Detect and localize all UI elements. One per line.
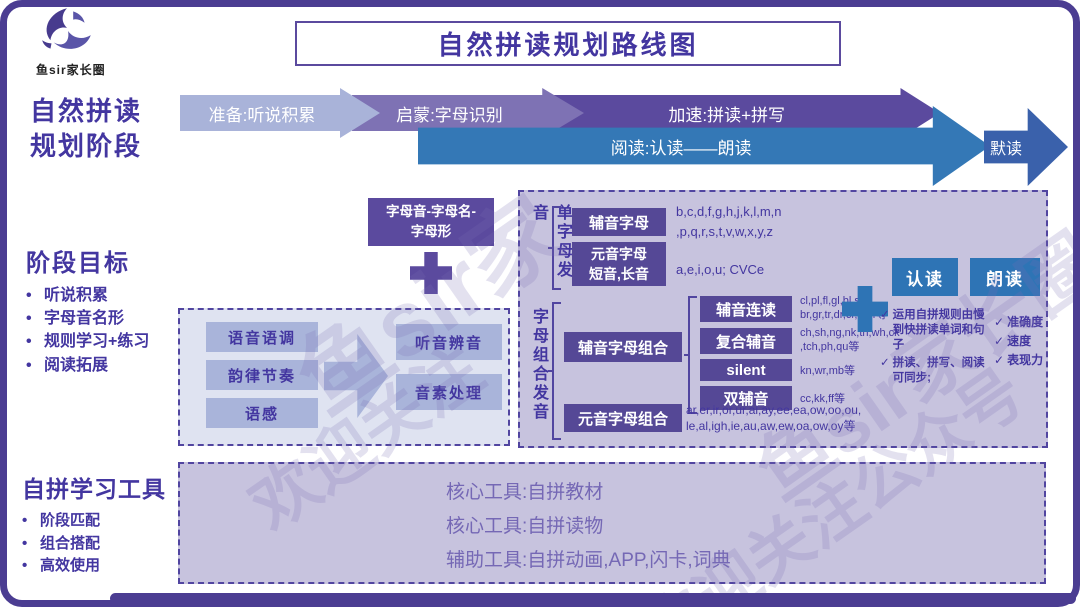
point-text: 表现力 — [1007, 353, 1044, 368]
logo: 鱼sir家长圈 — [36, 6, 146, 78]
stage-section-label: 自然拼读 规划阶段 — [30, 96, 143, 162]
list-item: • 听说积累 — [26, 284, 186, 307]
check-icon: ✓ — [994, 334, 1005, 349]
brand-name: 鱼sir家长圈 — [36, 63, 106, 77]
logo-fish-icon — [42, 8, 91, 49]
phonics-detail-panel: 单字母发音 辅音字母 b,c,d,f,g,h,j,k,l,m,n ,p,q,r,… — [518, 190, 1048, 448]
tool-line: 辅助工具:自拼动画,APP,闪卡,词典 — [446, 550, 731, 572]
read-aloud-points: ✓准确度 ✓速度 ✓表现力 — [994, 314, 1056, 369]
letter-sound-name-shape-box: 字母音-字母名- 字母形 — [368, 198, 494, 246]
consonant-sub-bracket — [684, 296, 697, 414]
check-icon: ✓ — [880, 356, 890, 369]
arrow-prepare: 准备:听说积累 — [180, 88, 380, 138]
goals-list: • 听说积累 • 字母音名形 • 规则学习+练习 • 阅读拓展 — [26, 284, 186, 377]
tools-section: 自拼学习工具 • 阶段匹配 • 组合搭配 • 高效使用 — [22, 470, 187, 578]
vowel-combo-text: ar,er,ir,or,ur,ai,ay,ee,ea,ow,oo,ou, le,… — [686, 403, 862, 434]
arrow-reading-label: 阅读:认读——朗读 — [610, 138, 752, 158]
check-item: ✓速度 — [994, 333, 1056, 349]
single-letter-vertical-label: 单字母发音 — [530, 204, 571, 280]
tools-heading: 自拼学习工具 — [22, 476, 166, 502]
tool-item-label: 组合搭配 — [40, 534, 101, 552]
right-arrow-icon — [324, 334, 388, 418]
recognize-read-box: 认读 — [892, 258, 958, 296]
listening-skills-panel: 语音语调 韵律节奏 语感 听音辨音 音素处理 — [178, 308, 510, 446]
arrow-enlighten-label: 启蒙:字母识别 — [396, 105, 503, 125]
list-item: • 阅读拓展 — [26, 354, 186, 377]
consonant-blend-box: 辅音连读 — [700, 296, 792, 322]
double-consonant-text: cc,kk,ff等 — [800, 393, 846, 405]
tool-lines: 核心工具:自拼教材 核心工具:自拼读物 辅助工具:自拼动画,APP,闪卡,词典 — [446, 476, 731, 579]
skill-input-box: 语感 — [206, 398, 318, 428]
tool-item-label: 高效使用 — [40, 557, 101, 574]
skill-input-box: 语音语调 — [206, 322, 318, 352]
goal-item-label: 规则学习+练习 — [44, 333, 150, 351]
digraph-text: ch,sh,ng,nk,th,wh,ck ,tch,ph,qu等 — [800, 327, 900, 354]
vowel-letters-text: a,e,i,o,u; CVCe — [676, 262, 765, 277]
goal-item-label: 字母音名形 — [44, 310, 125, 328]
arrow-silent-reading: 默读 — [984, 108, 1068, 186]
bottom-accent-bar — [110, 593, 1076, 604]
tool-line: 核心工具:自拼教材 — [446, 482, 604, 503]
bullet-icon: • — [26, 333, 32, 351]
skill-output-box: 音素处理 — [396, 374, 502, 410]
point-text: 准确度 — [1007, 315, 1044, 329]
skill-output-box: 听音辨音 — [396, 324, 502, 360]
title-box: 自然拼读规划路线图 — [295, 21, 841, 66]
bullet-icon: • — [26, 287, 32, 304]
check-item: ✓准确度 — [994, 314, 1056, 330]
list-item: • 字母音名形 — [26, 307, 186, 330]
silent-text: kn,wr,mb等 — [800, 365, 856, 377]
goals-section: 阶段目标 • 听说积累 • 字母音名形 • 规则学习+练习 • 阅读拓展 — [26, 243, 186, 377]
check-item: ✓运用自拼规则由慢到快拼读单词和句子 — [880, 308, 990, 353]
vowel-combo-group-box: 元音字母组合 — [564, 404, 682, 432]
arrow-prepare-label: 准备:听说积累 — [208, 105, 316, 125]
bullet-icon: • — [22, 557, 28, 574]
bullet-icon: • — [22, 512, 28, 529]
silent-box: silent — [700, 359, 792, 381]
double-consonant-box: 双辅音 — [700, 386, 792, 410]
list-item: • 高效使用 — [22, 555, 187, 578]
list-item: • 组合搭配 — [22, 533, 187, 556]
page-title: 自然拼读规划路线图 — [437, 30, 699, 60]
check-item: ✓表现力 — [994, 352, 1056, 368]
goal-item-label: 听说积累 — [44, 287, 109, 304]
combo-vertical-label: 字母组合发音 — [530, 308, 547, 422]
tools-list: • 阶段匹配 • 组合搭配 • 高效使用 — [22, 510, 187, 578]
check-icon: ✓ — [880, 309, 890, 321]
point-text: 速度 — [1007, 334, 1032, 349]
plus-icon — [410, 252, 452, 294]
learning-tools-panel: 核心工具:自拼教材 核心工具:自拼读物 辅助工具:自拼动画,APP,闪卡,词典 — [178, 462, 1046, 584]
tool-line: 核心工具:自拼读物 — [446, 516, 604, 538]
bullet-icon: • — [26, 310, 32, 328]
goals-heading: 阶段目标 — [26, 250, 130, 277]
consonant-combo-group-box: 辅音字母组合 — [564, 332, 682, 362]
list-item: • 规则学习+练习 — [26, 330, 186, 353]
bullet-icon: • — [22, 534, 28, 552]
combo-bracket — [548, 302, 561, 440]
check-item: ✓拼读、拼写、阅读可同步; — [880, 356, 990, 386]
digraph-box: 复合辅音 — [700, 328, 792, 354]
single-letter-bracket — [548, 206, 561, 290]
consonant-letters-box: 辅音字母 — [572, 208, 666, 236]
arrow-accelerate-label: 加速:拼读+拼写 — [668, 105, 786, 125]
check-icon: ✓ — [994, 315, 1005, 329]
list-item: • 阶段匹配 — [22, 510, 187, 533]
point-text: 拼读、拼写、阅读可同步; — [892, 356, 985, 384]
tool-item-label: 阶段匹配 — [40, 512, 101, 529]
point-text: 运用自拼规则由慢到快拼读单词和句子 — [892, 309, 985, 351]
bullet-icon: • — [26, 356, 32, 374]
skill-input-box: 韵律节奏 — [206, 360, 318, 390]
goal-item-label: 阅读拓展 — [44, 356, 109, 374]
recognize-read-points: ✓运用自拼规则由慢到快拼读单词和句子 ✓拼读、拼写、阅读可同步; — [880, 308, 990, 386]
read-aloud-box: 朗读 — [970, 258, 1040, 296]
vowel-letters-box: 元音字母 短音,长音 — [572, 242, 666, 286]
check-icon: ✓ — [994, 353, 1005, 368]
arrow-silent-reading-label: 默读 — [990, 141, 1023, 158]
consonant-letters-text: b,c,d,f,g,h,j,k,l,m,n ,p,q,r,s,t,v,w,x,y… — [676, 204, 782, 239]
